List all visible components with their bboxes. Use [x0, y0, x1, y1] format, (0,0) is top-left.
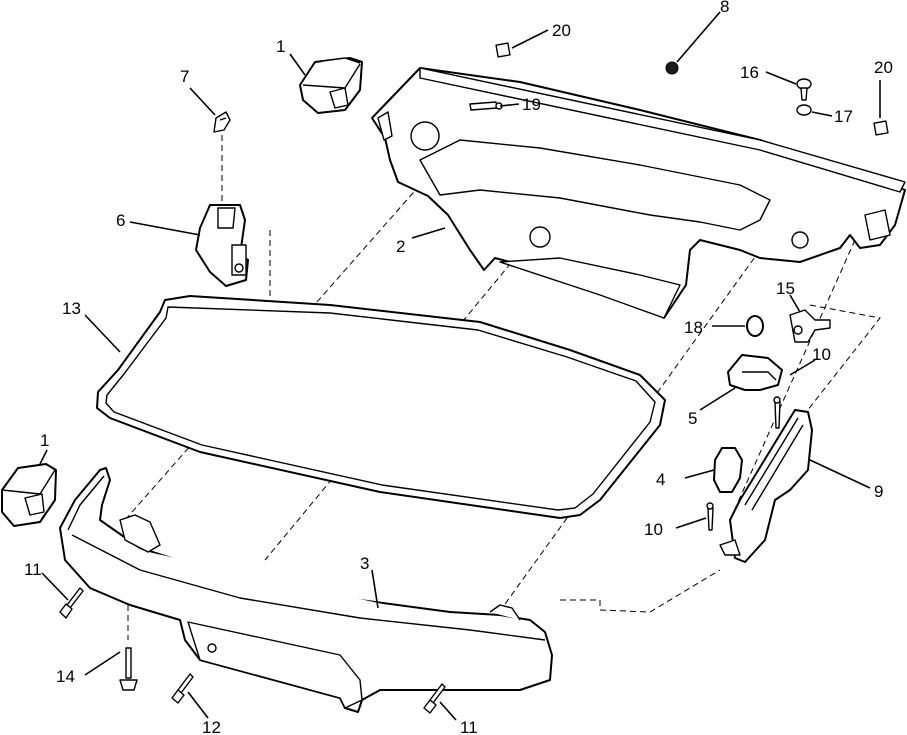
callout-8: 8	[720, 0, 729, 16]
callout-6: 6	[116, 211, 125, 230]
part-6-latch	[195, 204, 249, 287]
part-4-pad	[713, 447, 743, 493]
callout-14: 14	[56, 667, 75, 686]
part-14-bolt	[119, 647, 138, 691]
part-9-hinge-bracket	[719, 409, 813, 563]
part-5-bracket	[727, 354, 783, 391]
part-18-washer	[746, 315, 764, 337]
callout-11-left: 11	[24, 560, 42, 579]
part-11-bolt-left	[59, 587, 84, 619]
callout-16: 16	[740, 63, 759, 82]
callout-20-left: 20	[552, 21, 571, 40]
leader-lines	[39, 11, 881, 721]
callout-20-right: 20	[874, 58, 893, 77]
callout-19: 19	[522, 95, 541, 114]
part-13-seal	[96, 295, 666, 519]
callout-15: 15	[776, 279, 795, 298]
callout-3: 3	[360, 554, 369, 573]
part-19-screw	[469, 101, 503, 111]
part-10-screw-lower	[706, 502, 714, 531]
callout-1-top: 1	[276, 37, 285, 56]
callout-7: 7	[180, 67, 189, 86]
part-2-upper-cowl	[371, 67, 906, 319]
callout-9: 9	[874, 482, 883, 501]
callout-10-lower: 10	[644, 520, 663, 539]
callout-11-bottom: 11	[460, 718, 478, 735]
callout-12: 12	[202, 718, 221, 735]
callout-4: 4	[656, 470, 665, 489]
part-3-lower-cowl	[59, 467, 553, 713]
part-20-nut-left	[495, 42, 511, 58]
callout-2: 2	[396, 237, 405, 256]
part-7-clip	[213, 111, 231, 133]
part-12-bolt	[171, 673, 194, 704]
part-20-nut-right	[873, 120, 889, 136]
callout-13: 13	[62, 299, 81, 318]
part-16-screw	[796, 78, 812, 101]
part-8-grommet	[665, 61, 679, 75]
part-10-screw-upper	[773, 396, 781, 429]
callout-labels: 1 1 2 3 4 5 6 7 8 9 10 10 11 11 12 13 14…	[24, 0, 893, 735]
callout-5: 5	[688, 409, 697, 428]
callout-18: 18	[684, 318, 703, 337]
callout-1-bottom: 1	[40, 431, 49, 450]
part-15-fitting	[789, 309, 831, 343]
callout-10-upper: 10	[812, 345, 831, 364]
part-11-bolt-bottom	[423, 683, 446, 714]
callout-17: 17	[834, 107, 853, 126]
part-17-washer	[796, 104, 812, 116]
part-1-clip-bottom	[1, 463, 57, 527]
part-1-clip-top	[299, 57, 363, 114]
